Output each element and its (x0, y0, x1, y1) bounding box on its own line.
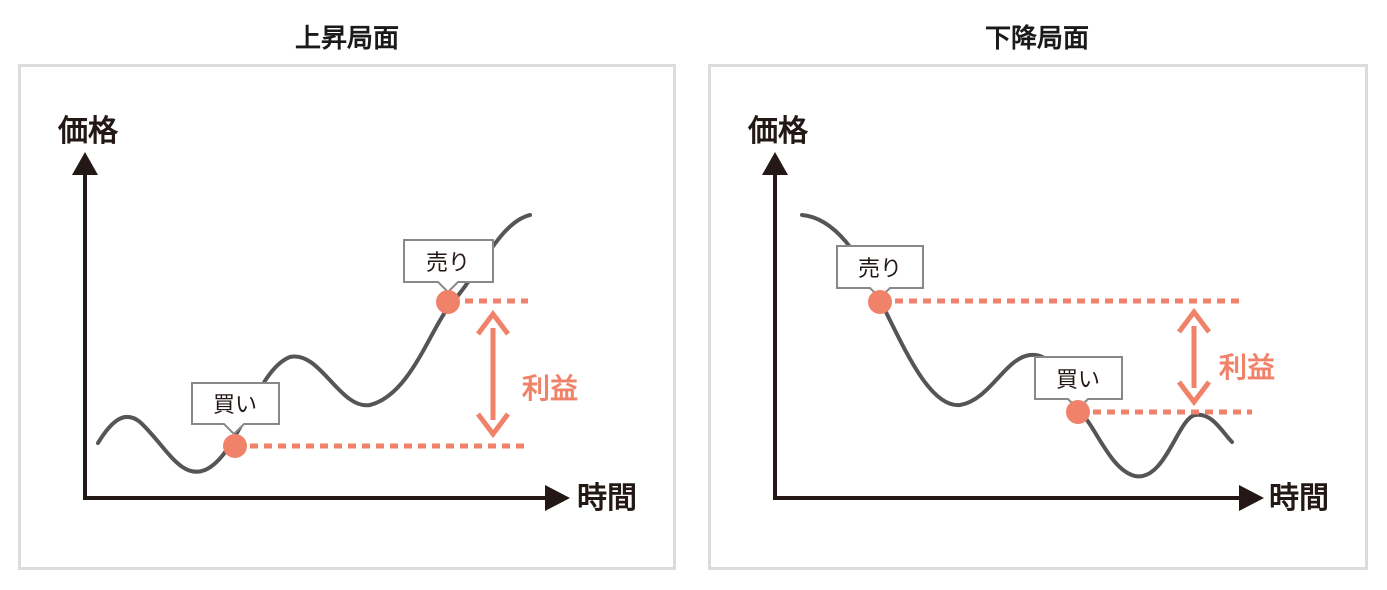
panel-frame-uptrend (18, 64, 676, 570)
downtrend-buy-callout: 買い (1034, 356, 1123, 411)
uptrend-sell-point (436, 290, 460, 314)
downtrend-x-axis-label: 時間 (1269, 481, 1329, 516)
downtrend-sell-point (868, 290, 892, 314)
uptrend-buy-point (223, 434, 247, 458)
uptrend-y-axis-label: 価格 (57, 114, 119, 149)
uptrend-buy-label: 買い (213, 393, 257, 418)
uptrend-sell-callout: 売り (403, 239, 494, 294)
downtrend-x-axis-arrowhead (1239, 485, 1264, 511)
uptrend-sell-label: 売り (426, 251, 470, 276)
uptrend-profit-arrow (476, 309, 510, 439)
uptrend-profit-label: 利益 (522, 372, 578, 405)
downtrend-buy-point (1066, 400, 1090, 424)
downtrend-y-axis-arrowhead (762, 152, 788, 175)
uptrend-y-axis-arrowhead (72, 152, 98, 175)
downtrend-sell-callout: 売り (836, 245, 924, 300)
uptrend-x-axis-arrowhead (545, 485, 570, 511)
downtrend-profit-label: 利益 (1219, 351, 1275, 384)
downtrend-sell-label: 売り (858, 257, 902, 282)
panel-title-downtrend: 下降局面 (984, 24, 1089, 54)
panel-frame-downtrend (708, 64, 1368, 570)
uptrend-diagram: 利益 価格 時間 買い 売り (57, 114, 637, 516)
downtrend-diagram: 利益 価格 時間 売り 買い (747, 114, 1329, 516)
downtrend-y-axis-label: 価格 (747, 114, 809, 149)
downtrend-profit-arrow (1177, 307, 1211, 407)
downtrend-buy-label: 買い (1056, 368, 1100, 393)
uptrend-x-axis-label: 時間 (577, 481, 637, 516)
panel-title-uptrend: 上昇局面 (294, 24, 399, 54)
uptrend-buy-callout: 買い (191, 382, 280, 436)
